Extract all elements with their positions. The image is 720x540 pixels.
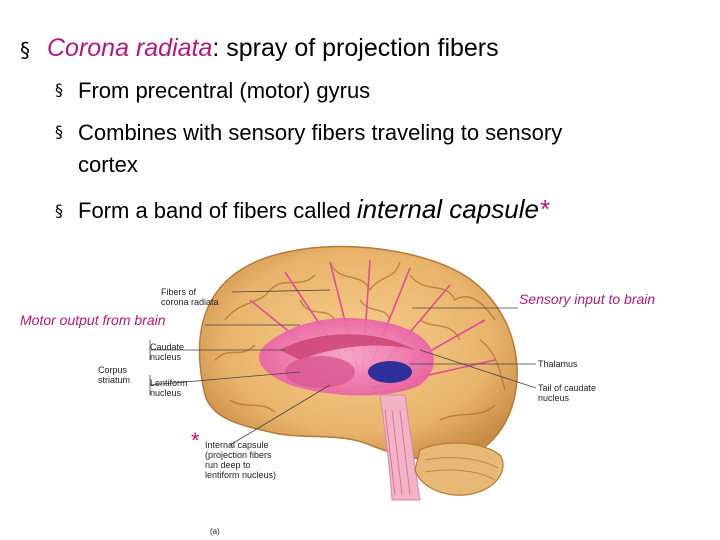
brainstem-shape <box>379 394 421 501</box>
thalamus-shape <box>368 361 412 383</box>
label-tail-caudate: Tail of caudate nucleus <box>538 383 597 403</box>
annotation-star: * <box>190 428 199 453</box>
sub-point-3: Form a band of fibers called internal ca… <box>78 192 549 228</box>
sub-point-2-continued: cortex <box>78 152 138 177</box>
annotation-motor-output: Motor output from brain <box>20 312 166 328</box>
label-fibers: Fibers of corona radiata <box>161 287 219 307</box>
label-corpus-striatum: Corpus striatum <box>98 365 131 385</box>
label-internal-capsule: Internal capsule (projection fibers run … <box>205 440 277 480</box>
sub-point-3-emphasis: internal capsule <box>356 194 539 224</box>
sub-point-3-text: Form a band of fibers called <box>78 198 357 223</box>
label-lentiform: Lentiform nucleus <box>150 378 188 398</box>
lentiform-nucleus-shape <box>285 356 355 388</box>
bullet-icon: § <box>55 80 63 99</box>
main-point-term: Corona radiata <box>47 34 213 62</box>
sub-point-1: From precentral (motor) gyrus <box>78 78 371 103</box>
annotation-sensory-input: Sensory input to brain <box>519 291 656 307</box>
label-panel: (a) <box>210 527 220 536</box>
gyri-lines <box>214 261 506 421</box>
label-thalamus: Thalamus <box>538 359 578 369</box>
sub-point-3-star: * <box>538 194 550 224</box>
main-point: Corona radiata: spray of projection fibe… <box>47 34 499 63</box>
sub-point-2: Combines with sensory fibers traveling t… <box>78 120 563 145</box>
bullet-icon: § <box>55 122 63 141</box>
cerebellum-shape <box>414 442 504 496</box>
bullet-icon: § <box>55 201 63 220</box>
label-caudate: Caudate nucleus <box>150 342 185 362</box>
main-point-text: : spray of projection fibers <box>212 34 499 62</box>
bullet-icon: § <box>20 38 30 62</box>
caudate-nucleus-shape <box>280 334 415 360</box>
